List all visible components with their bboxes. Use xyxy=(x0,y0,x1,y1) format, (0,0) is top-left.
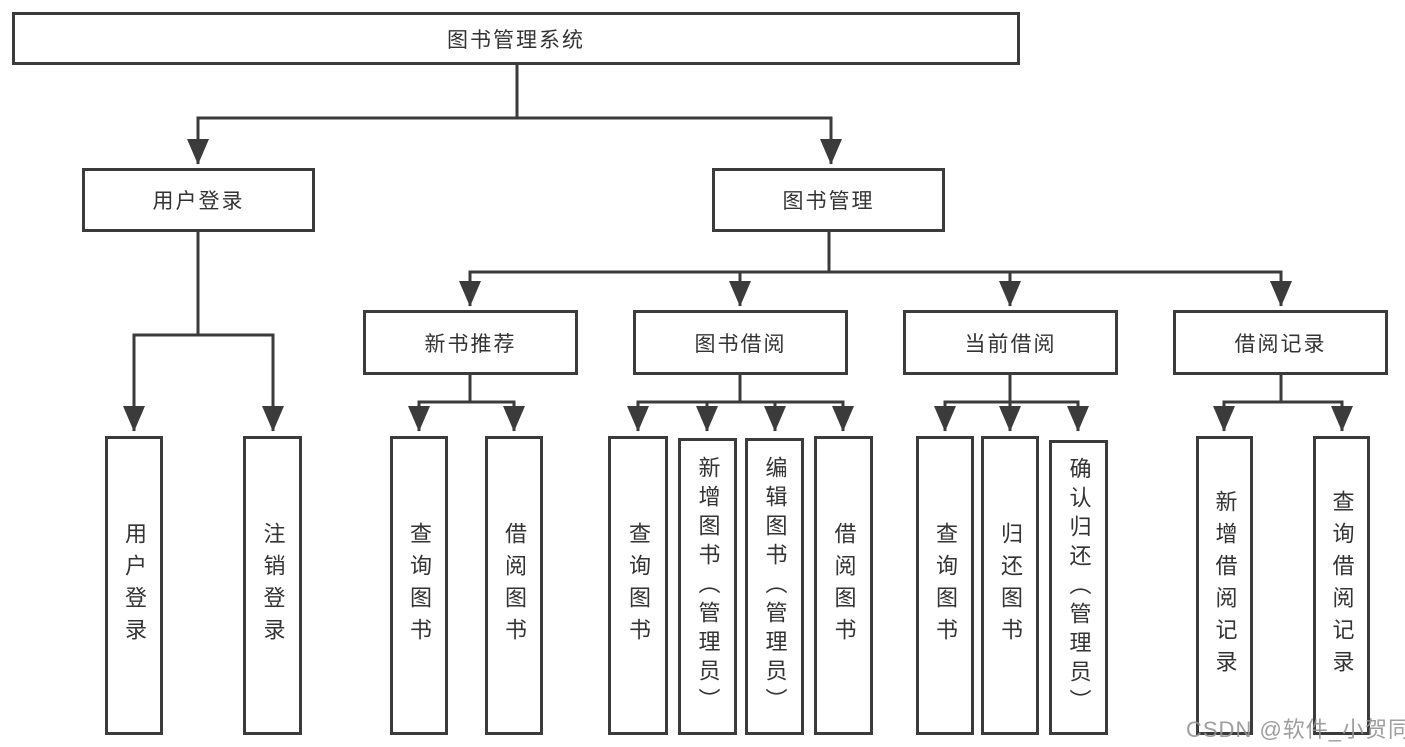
node-label: 当前借阅 xyxy=(964,332,1057,356)
node-label: 借阅记录 xyxy=(1234,332,1327,356)
leaf-label: 查询图书 xyxy=(626,521,651,650)
leaf-add-books-admin: 新增图书（管理员） xyxy=(678,438,737,735)
leaf-label: 借阅图书 xyxy=(502,521,527,650)
leaf-label: 用户登录 xyxy=(122,521,147,650)
leaf-query-books-1: 查询图书 xyxy=(390,436,448,735)
watermark-csdn: CSDN @软件_小贺同学 xyxy=(1186,717,1405,742)
leaf-edit-books-admin: 编辑图书（管理员） xyxy=(745,438,804,735)
node-label: 图书管理系统 xyxy=(447,28,585,52)
leaf-label: 归还图书 xyxy=(998,521,1023,650)
node-library-management-system: 图书管理系统 xyxy=(12,12,1020,65)
leaf-query-borrow-record: 查询借阅记录 xyxy=(1313,436,1370,735)
leaf-borrow-books-1: 借阅图书 xyxy=(485,436,543,735)
leaf-label: 查询图书 xyxy=(407,521,432,650)
node-user-login: 用户登录 xyxy=(82,168,315,232)
leaf-label: 编辑图书（管理员） xyxy=(762,456,788,717)
node-label: 图书借阅 xyxy=(694,332,787,356)
leaf-label: 注销登录 xyxy=(260,521,286,650)
node-new-book-recommendation: 新书推荐 xyxy=(363,310,578,375)
leaf-label: 新增借阅记录 xyxy=(1212,489,1238,682)
node-label: 新书推荐 xyxy=(424,332,517,356)
node-current-borrowing: 当前借阅 xyxy=(903,310,1118,375)
leaf-return-books: 归还图书 xyxy=(981,436,1039,735)
node-label: 图书管理 xyxy=(782,190,875,213)
leaf-label: 借阅图书 xyxy=(831,521,857,650)
leaf-logout: 注销登录 xyxy=(243,436,302,735)
leaf-label: 新增图书（管理员） xyxy=(695,456,721,717)
leaf-query-books-3: 查询图书 xyxy=(916,436,974,735)
leaf-label: 确认归还（管理员） xyxy=(1066,457,1092,718)
node-book-management: 图书管理 xyxy=(712,168,945,232)
leaf-query-books-2: 查询图书 xyxy=(608,436,668,735)
node-label: 用户登录 xyxy=(152,190,245,213)
node-book-borrowing: 图书借阅 xyxy=(633,310,848,375)
leaf-user-login: 用户登录 xyxy=(105,436,163,735)
leaf-borrow-books-2: 借阅图书 xyxy=(814,436,873,735)
node-borrowing-records: 借阅记录 xyxy=(1173,310,1388,375)
leaf-label: 查询借阅记录 xyxy=(1329,489,1355,682)
leaf-confirm-return-admin: 确认归还（管理员） xyxy=(1049,440,1108,735)
leaf-add-borrow-record: 新增借阅记录 xyxy=(1196,436,1253,735)
leaf-label: 查询图书 xyxy=(933,521,958,650)
